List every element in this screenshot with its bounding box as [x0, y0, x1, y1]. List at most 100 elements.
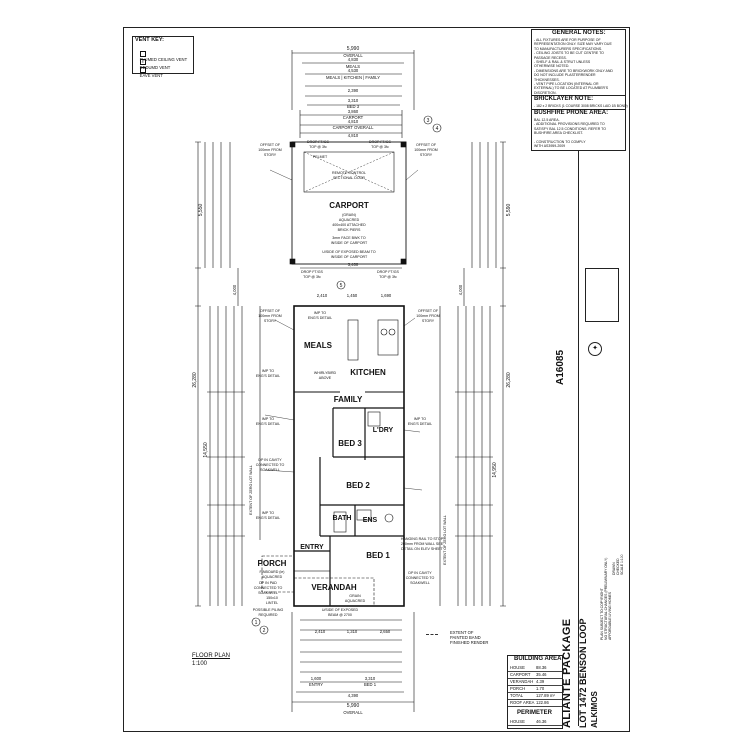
dim-bottom-2: 1,310 — [347, 629, 358, 634]
zero-lot-left: EXTENT OF ZERO LOT WALL — [249, 465, 253, 515]
dp-pad-r-3: SOAKWELL — [410, 581, 430, 585]
dim-bottom-entry-label: ENTRY — [309, 682, 323, 687]
area-label: VERANDAH — [510, 679, 534, 684]
note-line: OTHERWISE NOTED. — [534, 64, 570, 69]
hwp-l2-2: ENG'S DETAIL — [256, 422, 280, 426]
exposed-beam-1: U/SIDE OF EXPOSED BEAM TO — [322, 250, 376, 254]
note-line: DO NOT INCLUDE PLASTERRENDER — [534, 73, 596, 78]
area-label: HOUSE — [510, 665, 525, 670]
note-line: SATISFY BAL 12.5 CONDITIONS. REFER TO — [534, 126, 606, 131]
dim-kitchen-w: 4,530 — [348, 68, 359, 73]
table-rule — [508, 670, 562, 672]
note-line: - CONSTRUCTION TO COMPLY — [534, 140, 586, 144]
legend-line: PAINTED BAND — [450, 635, 481, 640]
bricklayer-note-text: - 182 x 2 BRICKS (1 COURSE 3008 BRICKS L… — [534, 104, 628, 108]
hwp-r-2: ENG'S DETAIL — [408, 422, 432, 426]
dim-overall-label: OVERALL — [343, 53, 363, 58]
dim-left-1: 5,550 — [198, 204, 204, 217]
note-line: - DIMENSIONS ARE TO BRICKWORK ONLY AND — [534, 68, 613, 73]
dim-bottom-overall-w: 4,390 — [348, 693, 359, 698]
hwp-1: IMP TO — [314, 311, 326, 315]
cavity-2: CONNECTED TO — [256, 463, 285, 467]
dim-bottom-bed1-w: 3,310 — [365, 676, 376, 681]
hwp-l-1: IMP TO — [262, 369, 274, 373]
marker-4: 4 — [436, 126, 439, 132]
legend-swatch — [426, 634, 438, 635]
dim-left-4: 14,550 — [203, 442, 209, 458]
porch-note-2: AQUACRED — [262, 575, 283, 579]
area-label: HOUSE — [510, 719, 525, 724]
bricklayer-note-title: BRICKLAYER NOTE: — [534, 96, 594, 102]
table-rule — [508, 691, 562, 693]
note-line: DISCRETION. — [534, 90, 557, 95]
area-value: 35.46 — [536, 672, 547, 677]
dim-right-4: 14,950 — [492, 462, 498, 478]
room-bed1: BED 1 — [366, 551, 390, 560]
lintel-1: 150x10 — [266, 596, 278, 600]
vent-key-label: EAVE VENT — [139, 73, 163, 78]
note-line: PASSAGE RECESS. — [534, 55, 567, 60]
piering-1: POSSIBLE PILING — [253, 608, 284, 612]
title-block-stamp — [585, 268, 619, 322]
note-line: - ALL FIXTURES ARE FOR PURPOSE OF — [534, 38, 601, 42]
offset-hr-1: OFFSET OF — [418, 309, 439, 313]
area-label: TOTAL — [510, 693, 524, 698]
dim-mkf-label: MEALS | KITCHEN | FAMILY — [326, 75, 380, 80]
dim-bed3-w: 3,310 — [348, 98, 359, 103]
floor-plan-title: FLOOR PLAN — [192, 653, 231, 659]
dim-bottom-bed1-label: BED 1 — [364, 682, 377, 687]
cavity-1: DP IN CAVITY — [258, 458, 282, 462]
carport-note-6: INSIDE OF CARPORT — [331, 241, 368, 245]
room-ens: ENS — [363, 517, 378, 524]
area-value: 1.70 — [536, 686, 545, 691]
hang-rail-2: 200mm FROM WALL SEE — [401, 542, 444, 546]
underside-1: U/SIDE OF EXPOSED — [322, 608, 359, 612]
dim-overall-width: 5,990 — [347, 46, 360, 52]
drop-ft-2: TOP @ 3fc — [309, 145, 327, 149]
dim-meals-label: MEALS — [346, 64, 360, 69]
offset-h-1: OFFSET OF — [260, 309, 281, 313]
hang-rail-1: HANGING RAIL TO STOP — [401, 537, 444, 541]
room-porch: PORCH — [258, 559, 287, 568]
room-bath: BATH — [333, 515, 352, 522]
underside-2: BEAM @ 2700 — [328, 613, 352, 617]
dim-carport-overall-w: 4,810 — [348, 119, 359, 124]
dim-left-3: 26,280 — [192, 372, 198, 388]
hwp-r-1: IMP TO — [414, 417, 426, 421]
area-label: ROOF AREA — [510, 700, 535, 705]
dim-right-2: 4,000 — [458, 284, 463, 295]
marker-1: 1 — [255, 620, 258, 626]
dim-bed3-label: BED 3 — [347, 104, 360, 109]
vent-key-item-2: ✕ DEDUMD VENT — [135, 54, 170, 75]
drop-ft-bl-1: DROP FT/GS — [301, 270, 324, 274]
bushfire-note: BUSHFIRE PRONE AREA: BAL 12.5 AREA.- ADD… — [531, 109, 626, 151]
general-notes: GENERAL NOTES: - ALL FIXTURES ARE FOR PU… — [531, 29, 626, 97]
perimeter-title: PERIMETER — [517, 710, 553, 716]
vent-key-title: VENT KEY: — [135, 37, 164, 43]
note-line: REPRESENTATION ONLY. SIZE MAY VARY DUE — [534, 42, 612, 47]
room-entry: ENTRY — [300, 544, 324, 551]
area-label: PORCH — [510, 686, 526, 691]
dim-bottom-final-label: OVERALL — [343, 710, 363, 715]
carport-note-5: 3mm FACE BWK TO — [332, 236, 366, 240]
vent-key-item-3: EAVE VENT — [135, 62, 163, 83]
area-value: 4.39 — [536, 679, 545, 684]
marker-2: 2 — [263, 628, 266, 634]
offset-hr-2: 100mm FROM — [416, 314, 440, 318]
table-rule — [508, 684, 562, 686]
hwp-l3-2: ENG'S DETAIL — [256, 516, 280, 520]
dim-carport-label: CARPORT — [343, 115, 364, 120]
drop-ft-r-2: TOP @ 3fc — [371, 145, 389, 149]
drop-ft-1: DROP FT/GS — [307, 140, 330, 144]
dp-pad-1: DP IN PAD — [259, 581, 277, 585]
dim-house-top-w: 2,410 — [317, 293, 328, 298]
offset-3: STORY — [264, 153, 277, 157]
remote-door-2: SECTIONAL DOOR — [333, 176, 365, 180]
dim-bottom-entry-w: 1,600 — [311, 676, 322, 681]
whirly-1: WHIRLYBIRD — [314, 371, 337, 375]
exposed-beam-2: INSIDE OF CARPORT — [331, 255, 368, 259]
dp-pad-r-2: CONNECTED TO — [406, 576, 435, 580]
note-line: BAL 12.5 AREA. — [534, 118, 560, 122]
note-line: - VENT PIPE LOCATION (INTERNAL OR — [534, 82, 599, 86]
note-line: THICKNESSES. — [534, 77, 560, 82]
